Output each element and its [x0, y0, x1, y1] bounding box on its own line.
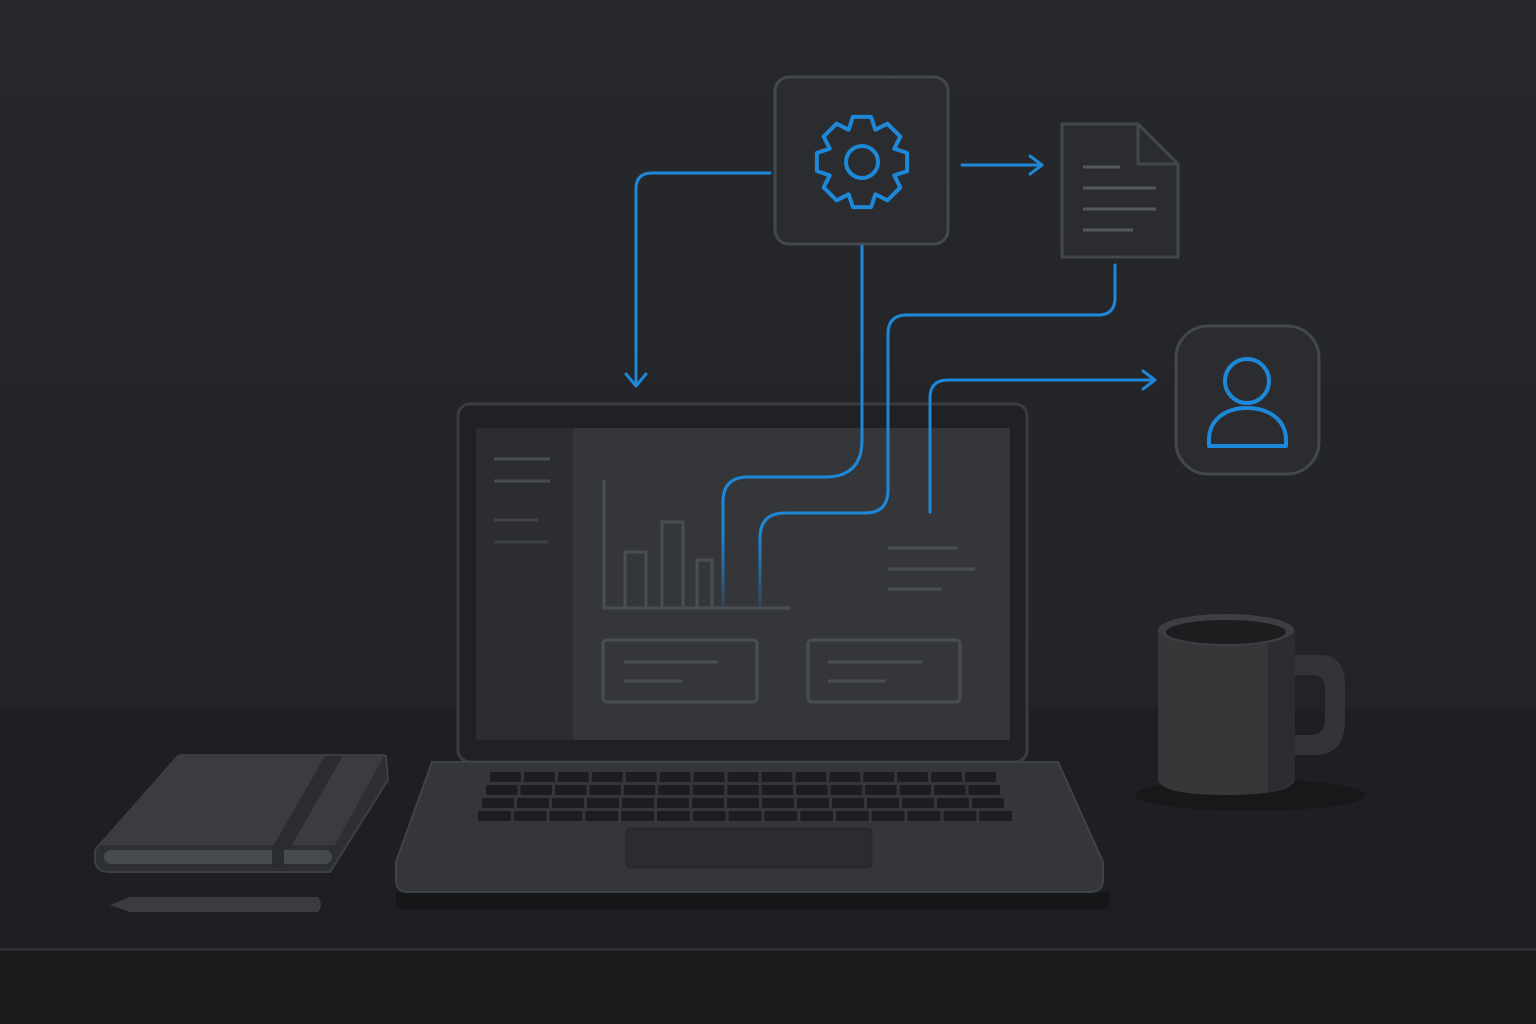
keyboard-key: [657, 811, 690, 821]
keyboard-key: [554, 785, 587, 795]
keyboard-key: [517, 798, 549, 808]
keyboard-key: [657, 798, 689, 808]
gear-icon: [814, 114, 910, 210]
keyboard-key: [625, 772, 657, 782]
keyboard-key: [795, 772, 827, 782]
keyboard-key: [478, 811, 511, 821]
keyboard-key: [623, 785, 656, 795]
keyboard-key: [867, 798, 899, 808]
flow-arrows: [624, 154, 1157, 607]
keyboard-key: [899, 785, 932, 795]
screen-bar-chart: [602, 480, 790, 610]
keyboard-key: [797, 798, 829, 808]
keyboard-key: [796, 785, 828, 795]
screen-card: [806, 638, 962, 704]
keyboard-key: [829, 772, 861, 782]
keyboard-key: [902, 798, 934, 808]
keyboard-key: [728, 811, 762, 821]
keyboard-key: [832, 798, 864, 808]
arrow-to-user: [928, 369, 1157, 514]
keyboard-key: [965, 772, 996, 782]
keyboard-key: [762, 798, 794, 808]
keyboard-key: [979, 811, 1012, 821]
keyboard-key: [931, 772, 963, 782]
keyboard-key: [764, 811, 798, 821]
keyboard-key: [727, 772, 759, 782]
keyboard-key: [557, 772, 589, 782]
keyboard-key: [658, 785, 690, 795]
document-icon: [1060, 122, 1180, 259]
keyboard-key: [934, 785, 966, 795]
keyboard-key: [800, 811, 833, 821]
keyboard-key: [591, 772, 623, 782]
desk-edge: [0, 948, 1536, 951]
keyboard-key: [693, 772, 725, 782]
keyboard-key: [761, 772, 793, 782]
keyboard-key: [943, 811, 977, 821]
keyboard-key: [587, 798, 619, 808]
settings-node: [773, 75, 950, 246]
keyboard-key: [585, 811, 619, 821]
keyboard-key: [727, 798, 759, 808]
keyboard-key: [968, 785, 1000, 795]
keyboard-key: [897, 772, 929, 782]
keyboard-key: [865, 785, 897, 795]
keyboard-key: [549, 811, 583, 821]
keyboard-key: [907, 811, 941, 821]
keyboard-key: [727, 785, 759, 795]
keyboard-key: [692, 811, 726, 821]
keyboard-key: [937, 798, 969, 808]
keyboard-key: [490, 772, 521, 782]
notebook: [94, 754, 390, 912]
keyboard-key: [659, 772, 691, 782]
keyboard-key: [621, 811, 654, 821]
keyboard-key: [513, 811, 547, 821]
line-doc-to-chart: [758, 263, 1117, 607]
laptop: [395, 402, 1110, 910]
keyboard-key: [871, 811, 905, 821]
keyboard-key: [863, 772, 895, 782]
keyboard-key: [622, 798, 654, 808]
keyboard-key: [486, 785, 518, 795]
arrow-gear-to-laptop: [624, 171, 772, 388]
keyboard-key: [523, 772, 555, 782]
line-gear-to-chart: [721, 244, 864, 607]
keyboard-key: [520, 785, 552, 795]
keyboard-key: [589, 785, 621, 795]
coffee-mug: [1135, 614, 1365, 811]
desk-front: [0, 951, 1536, 1024]
screen-card: [601, 638, 759, 704]
keyboard-key: [692, 798, 724, 808]
trackpad: [625, 827, 873, 869]
keyboard-key: [482, 798, 514, 808]
keyboard-key: [830, 785, 863, 795]
user-node: [1174, 324, 1321, 476]
keyboard-key: [761, 785, 794, 795]
keyboard-key: [836, 811, 869, 821]
keyboard-key: [692, 785, 725, 795]
screen-sidebar: [476, 428, 573, 740]
user-icon: [1207, 357, 1288, 448]
pen-icon: [110, 897, 321, 912]
keyboard-key: [972, 798, 1004, 808]
keyboard-key: [552, 798, 584, 808]
arrow-gear-to-doc: [960, 154, 1044, 176]
keyboard: [478, 772, 1012, 821]
